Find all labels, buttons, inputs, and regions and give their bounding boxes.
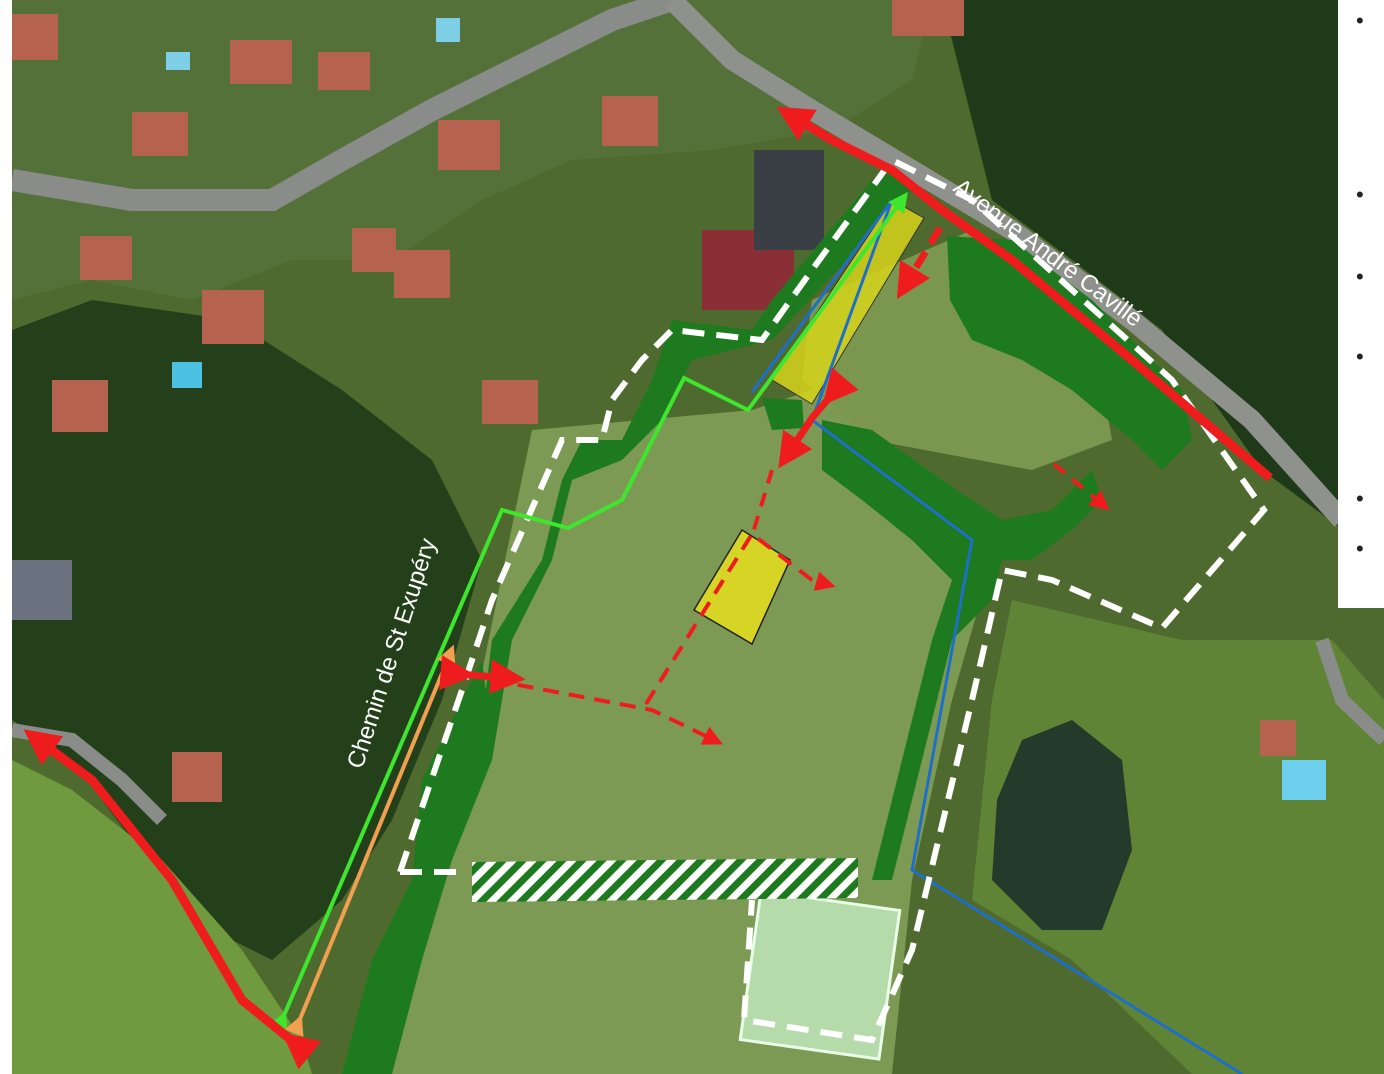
orange-arrow bbox=[284, 644, 456, 1038]
legend-bullet: • bbox=[1356, 344, 1364, 369]
arrow-center-dashed bbox=[491, 678, 724, 745]
hedge-south-meadow bbox=[822, 420, 1102, 880]
hatched-band bbox=[472, 858, 858, 902]
arrow-center-dashed-3 bbox=[750, 469, 774, 537]
arrow-north-entry bbox=[896, 226, 943, 299]
arrow-chemin bbox=[439, 655, 526, 695]
green-path bbox=[268, 191, 908, 1034]
arrow-center-access bbox=[778, 367, 859, 469]
legend-bullet: • bbox=[1356, 182, 1364, 207]
aerial-base bbox=[12, 0, 1384, 1074]
pale-zone bbox=[738, 889, 902, 1061]
red-arrows bbox=[23, 106, 1273, 1070]
map-frame: Avenue André Cavillé Chemin de St Exupér… bbox=[12, 0, 1384, 1074]
legend-bullet: • bbox=[1356, 264, 1364, 289]
map-canvas: Avenue André Cavillé Chemin de St Exupér… bbox=[12, 0, 1384, 1074]
legend-bullet: • bbox=[1356, 486, 1364, 511]
legend-panel: • • • • • • bbox=[1338, 0, 1384, 608]
road-arrow-north bbox=[776, 106, 1273, 482]
arrow-center-dashed-2 bbox=[644, 531, 836, 706]
legend-bullet: • bbox=[1356, 8, 1364, 33]
arrow-east-dashed bbox=[1052, 462, 1110, 511]
road-arrow-southwest bbox=[23, 729, 322, 1070]
legend-bullet: • bbox=[1356, 536, 1364, 561]
hedge-east-road bbox=[947, 236, 1192, 470]
